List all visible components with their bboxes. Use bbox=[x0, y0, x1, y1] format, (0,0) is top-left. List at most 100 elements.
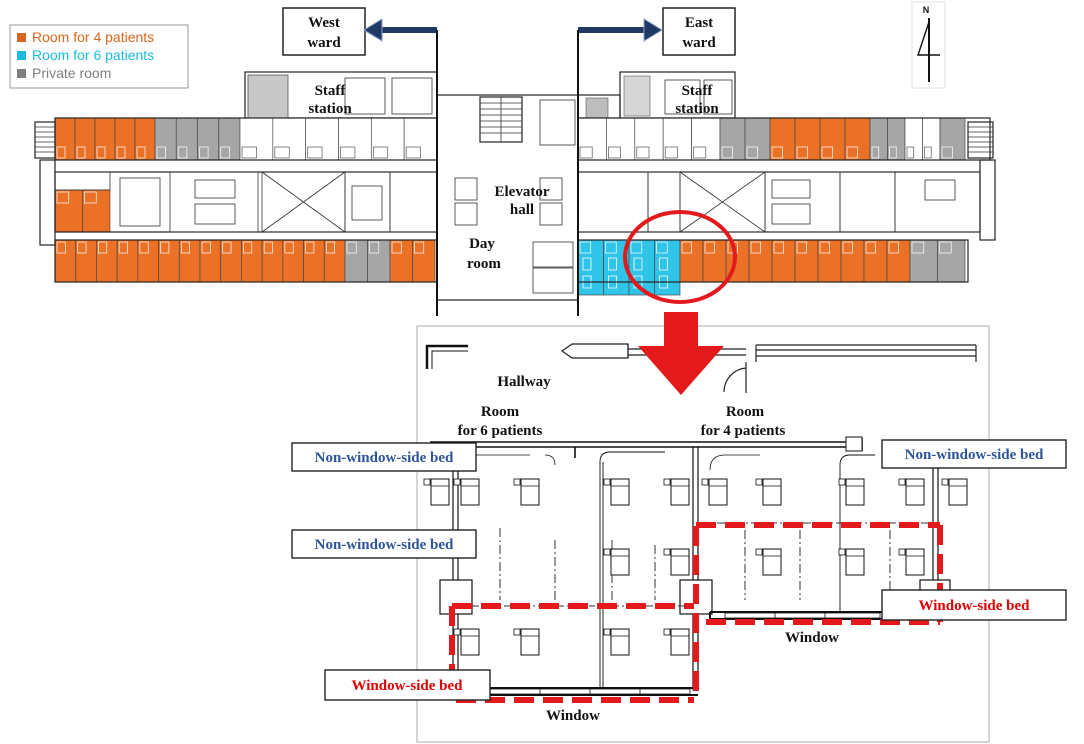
west-core-room bbox=[169, 171, 259, 233]
window-label-left: Window bbox=[546, 708, 600, 724]
bedside-table bbox=[423, 478, 431, 486]
east-core-washroom bbox=[924, 179, 956, 201]
legend-swatch-six-patient bbox=[17, 51, 26, 60]
partition-wall bbox=[599, 451, 665, 690]
bed-icon bbox=[838, 478, 865, 506]
room-bathroom bbox=[96, 146, 106, 159]
west-staff-station-room bbox=[344, 77, 386, 115]
center-room bbox=[539, 99, 576, 146]
bed-frame bbox=[610, 478, 630, 506]
room-bathroom bbox=[156, 146, 166, 159]
east-ward-text: ward bbox=[682, 35, 716, 51]
callout-non-window-left-middle: Non-window-side bed bbox=[291, 529, 477, 559]
window-side-zone-left bbox=[449, 526, 699, 703]
west-arrow-icon bbox=[363, 18, 437, 42]
window-label-right: Window bbox=[785, 630, 839, 646]
bed-frame bbox=[845, 478, 865, 506]
legend: Room for 4 patients Room for 6 patients … bbox=[9, 24, 189, 89]
east-core-room bbox=[894, 171, 981, 233]
room-bathroom bbox=[608, 146, 621, 159]
elevator-car bbox=[454, 202, 478, 226]
west-end-cap bbox=[39, 159, 56, 246]
bedside-table bbox=[513, 478, 521, 486]
room-bathroom bbox=[284, 241, 294, 254]
bed-frame bbox=[520, 478, 540, 506]
room-bathroom bbox=[118, 241, 128, 254]
room-bathroom bbox=[405, 146, 421, 159]
staff-station-west-label: station bbox=[308, 101, 352, 117]
callout-text: Non-window-side bed bbox=[315, 537, 454, 553]
privacy-curtain bbox=[499, 528, 656, 600]
room-bathroom bbox=[750, 241, 761, 254]
room-bathroom bbox=[821, 146, 833, 159]
legend-label-private-room: Private room bbox=[32, 65, 111, 81]
west-core-washroom bbox=[194, 179, 236, 199]
hallway-wall-left-inner bbox=[431, 350, 468, 369]
room-four-patient-label: for 4 patients bbox=[701, 423, 786, 439]
room-bathroom bbox=[307, 146, 323, 159]
west-end-stairs bbox=[34, 121, 56, 159]
room-bathroom bbox=[605, 241, 617, 254]
legend-swatch-four-patient bbox=[17, 33, 26, 42]
hallway-label: Hallway bbox=[497, 374, 551, 390]
callout-window-side-left: Window-side bed bbox=[324, 669, 491, 701]
callout-text: Window-side bed bbox=[351, 678, 463, 694]
bed-frame bbox=[460, 478, 480, 506]
partition-wall bbox=[452, 447, 459, 690]
legend-swatch-private-room bbox=[17, 69, 26, 78]
east-arrow-icon bbox=[578, 18, 663, 42]
room-bathroom bbox=[630, 241, 643, 254]
room-bathroom bbox=[305, 241, 315, 254]
room-bathroom bbox=[201, 241, 211, 254]
bedside-table bbox=[701, 478, 709, 486]
highlight-circle bbox=[623, 210, 737, 304]
bed-frame bbox=[762, 548, 782, 576]
bed-icon bbox=[941, 478, 968, 506]
room-bathroom bbox=[693, 146, 707, 159]
legend-label-four-patient: Room for 4 patients bbox=[32, 29, 154, 45]
west-ward-box bbox=[282, 7, 366, 56]
room-bathroom bbox=[888, 241, 899, 254]
room-bathroom bbox=[391, 241, 402, 254]
partition-wall bbox=[692, 447, 699, 690]
bedside-table bbox=[603, 548, 611, 556]
room-bathroom bbox=[180, 241, 190, 254]
room-bathroom bbox=[116, 146, 126, 159]
bed-frame bbox=[670, 628, 690, 656]
room-four-patient-label: Room bbox=[726, 404, 765, 420]
room-front-wall bbox=[430, 438, 863, 458]
staff-station-west-label: Staff bbox=[315, 83, 347, 99]
bed-frame bbox=[520, 628, 540, 656]
bed-frame bbox=[948, 478, 968, 506]
day-room-label: room bbox=[467, 256, 501, 272]
room-bathroom bbox=[656, 241, 668, 254]
room-bathroom bbox=[889, 146, 897, 159]
east-staff-station-room bbox=[703, 79, 733, 115]
staff-station-east-label: station bbox=[675, 101, 719, 117]
room-bathroom bbox=[924, 146, 932, 159]
callout-text: Window-side bed bbox=[918, 598, 1030, 614]
west-core-washroom bbox=[351, 185, 383, 221]
west-staff-stairs bbox=[247, 74, 289, 119]
wall-door-frame bbox=[845, 436, 863, 452]
room-six-patient-label: for 6 patients bbox=[458, 423, 543, 439]
room-bathroom bbox=[865, 241, 876, 254]
room-bathroom bbox=[241, 146, 257, 159]
bed-frame bbox=[762, 478, 782, 506]
room-bathroom bbox=[325, 241, 335, 254]
east-core-washroom bbox=[771, 203, 811, 225]
room-bathroom bbox=[746, 146, 758, 159]
bed-icon bbox=[453, 478, 480, 506]
east-staff-stairs bbox=[623, 75, 651, 117]
bed-icon bbox=[608, 257, 617, 289]
east-annex-gray-room bbox=[585, 97, 609, 119]
room-bathroom bbox=[579, 146, 593, 159]
patient-rooms bbox=[54, 117, 966, 296]
east-end-stairs bbox=[967, 121, 994, 159]
bed-frame bbox=[845, 548, 865, 576]
room-bathroom bbox=[56, 241, 66, 254]
day-room-label: Day bbox=[469, 236, 495, 252]
room-bathroom bbox=[664, 146, 678, 159]
zoom-arrow-icon bbox=[638, 312, 724, 395]
callout-non-window-left-top: Non-window-side bed bbox=[291, 442, 477, 472]
